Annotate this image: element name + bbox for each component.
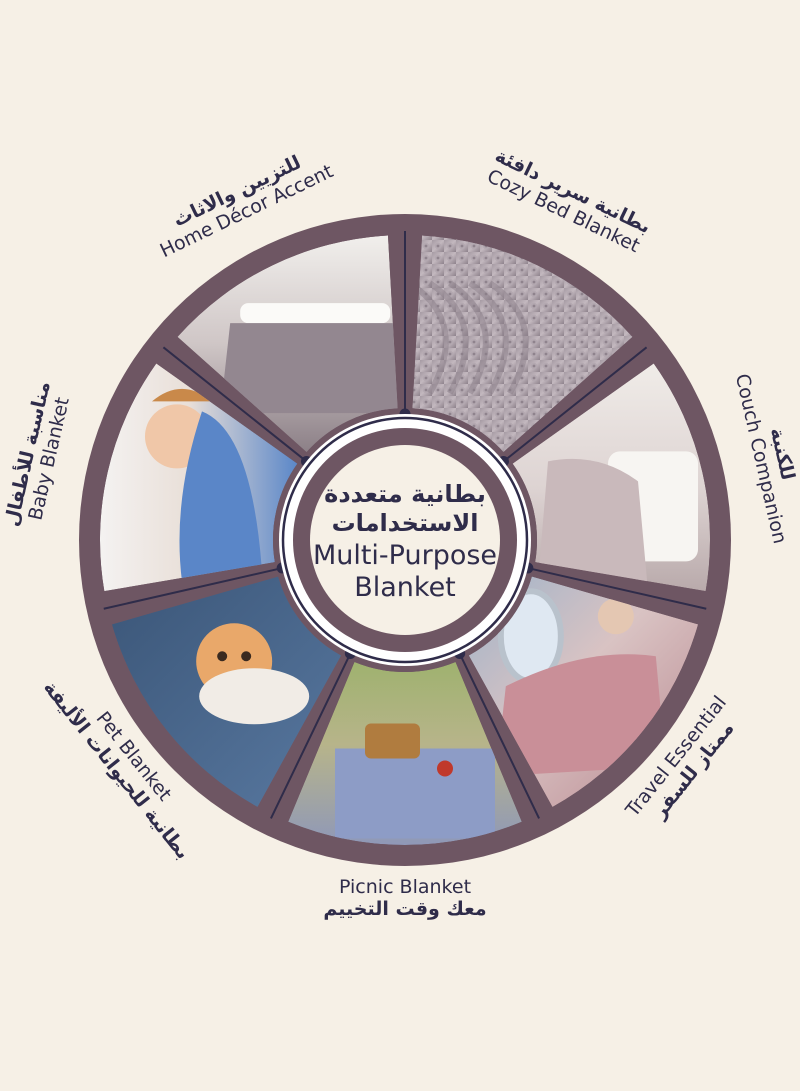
center-title-english-2: Blanket <box>354 572 456 603</box>
center-title-arabic-2: الاستخدامات <box>332 509 479 537</box>
center-title-arabic-1: بطانية متعددة <box>324 480 486 508</box>
segment-travel-photo <box>468 576 699 807</box>
spoke-line <box>103 567 283 610</box>
center-disc <box>310 445 500 635</box>
spoke-line <box>162 346 308 463</box>
spoke-line <box>270 653 352 819</box>
label-picnic-english: Picnic Blanket <box>339 876 471 898</box>
segment-couch-photo <box>512 363 711 592</box>
label-picnic-arabic: معك وقت التخييم <box>323 898 486 920</box>
segment-cozy-bed-photo <box>412 235 633 453</box>
spoke-line <box>502 346 648 463</box>
spoke-line <box>458 653 540 819</box>
segment-pet-photo <box>111 576 342 807</box>
spoke-line <box>527 567 707 610</box>
segment-picnic-photo <box>288 661 522 846</box>
center-title-english-1: Multi-Purpose <box>313 540 497 571</box>
center-line-ring <box>281 416 529 664</box>
segment-baby-photo <box>99 363 298 592</box>
segment-home-decor-photo <box>177 235 398 453</box>
